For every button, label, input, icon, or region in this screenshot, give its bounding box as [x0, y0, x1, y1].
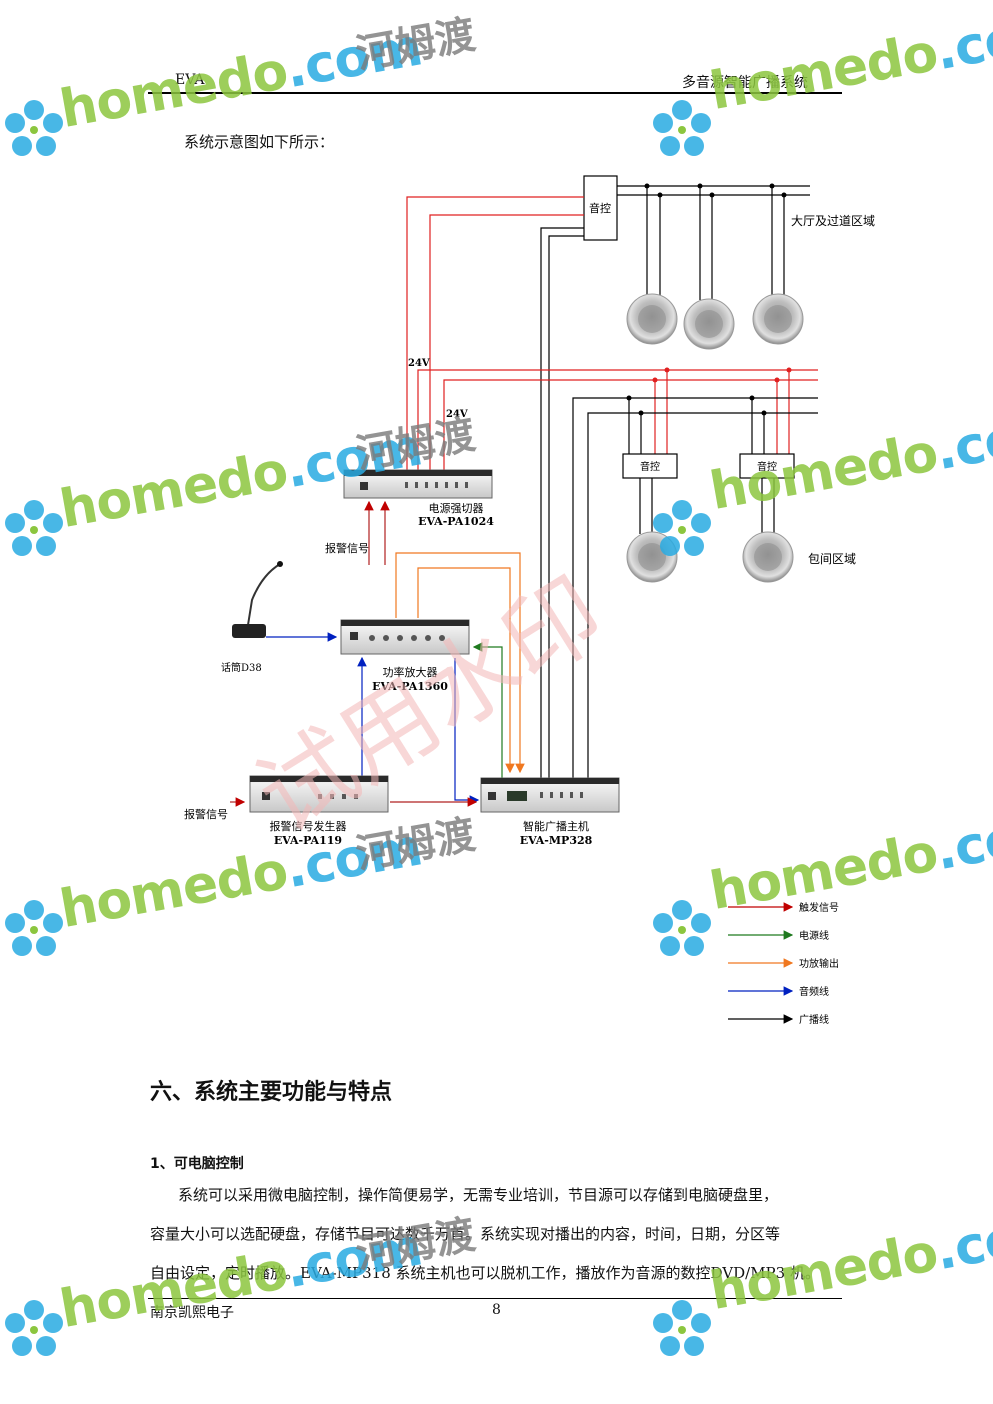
watermark-flower-icon	[5, 100, 63, 156]
amp-output-lines	[395, 552, 525, 774]
hall-speaker-lines	[617, 185, 810, 300]
watermark-flower-icon	[653, 500, 711, 556]
legend-label-2: 电源线	[799, 929, 829, 942]
host-model: EVA-MP328	[520, 834, 593, 847]
hall-speakers	[626, 293, 804, 350]
hall-volume-label: 音控	[589, 201, 611, 215]
red-power-lines-room	[417, 369, 818, 470]
microphone-device	[232, 561, 283, 638]
header-right: 多音源智能广播系统	[682, 75, 808, 91]
header-left: EVA	[175, 72, 205, 88]
page-number: 8	[492, 1302, 501, 1318]
room-volume-control-2: 音控	[739, 453, 795, 479]
watermark-flower-icon	[653, 100, 711, 156]
intro-text: 系统示意图如下所示：	[184, 133, 335, 151]
v24-label-a: 24V	[408, 358, 430, 369]
host-name: 智能广播主机	[523, 819, 589, 833]
amp-model: EVA-PA1360	[372, 680, 448, 693]
watermark-flower-icon	[653, 900, 711, 956]
alarm-signal-bottom: 报警信号	[184, 807, 228, 821]
power-amplifier-device	[340, 619, 470, 655]
power-seq-model: EVA-PA1024	[418, 515, 494, 528]
alarm-gen-name: 报警信号发生器	[270, 819, 347, 833]
alarm-signal-top: 报警信号	[325, 541, 369, 555]
footer-rule	[148, 1298, 842, 1299]
watermark-flower-icon	[5, 1300, 63, 1356]
paragraph-line-1: 系统可以采用微电脑控制，操作简便易学，无需专业培训，节目源可以存储到电脑硬盘里，	[178, 1186, 779, 1204]
legend-label-5: 广播线	[799, 1013, 829, 1026]
room-volume-control-1: 音控	[622, 453, 678, 479]
paragraph-line-2: 容量大小可以选配硬盘，存储节目可达数千万首。系统实现对播出的内容，时间，日期，分…	[150, 1225, 781, 1243]
amp-name: 功率放大器	[383, 665, 438, 679]
mic-label: 话筒D38	[221, 661, 262, 674]
red-power-lines-top	[406, 196, 584, 470]
subsection-title: 1、可电脑控制	[150, 1156, 244, 1172]
alarm-gen-model: EVA-PA119	[274, 834, 342, 847]
header-rule	[148, 92, 842, 94]
footer-left: 南京凯熙电子	[150, 1305, 234, 1321]
room-zone-label: 包间区域	[808, 552, 856, 566]
watermark-flower-icon	[653, 1300, 711, 1356]
legend-label-3: 功放输出	[799, 957, 839, 970]
power-sequencer-device	[343, 469, 493, 499]
room-volume-label-1: 音控	[640, 460, 660, 473]
hall-zone-label: 大厅及过道区域	[791, 214, 875, 228]
section-title: 六、系统主要功能与特点	[150, 1079, 393, 1105]
room-volume-label-2: 音控	[757, 460, 777, 473]
v24-label-b: 24V	[446, 409, 468, 420]
broadcast-host-device	[480, 777, 620, 813]
broadcast-lines-top	[540, 227, 584, 778]
hall-volume-control: 音控	[583, 175, 618, 241]
watermark-flower-icon	[5, 900, 63, 956]
legend-label-1: 触发信号	[799, 901, 839, 914]
legend: 触发信号 电源线 功放输出 音频线 广播线	[728, 901, 839, 1026]
watermark-flower-icon	[5, 500, 63, 556]
power-seq-name: 电源强切器	[429, 501, 484, 515]
broadcast-lines-room	[572, 397, 818, 778]
paragraph-line-3: 自由设定，定时播放。EVA-MP318 系统主机也可以脱机工作，播放作为音源的数…	[150, 1264, 820, 1282]
legend-label-4: 音频线	[799, 985, 829, 998]
alarm-generator-device	[249, 775, 389, 813]
